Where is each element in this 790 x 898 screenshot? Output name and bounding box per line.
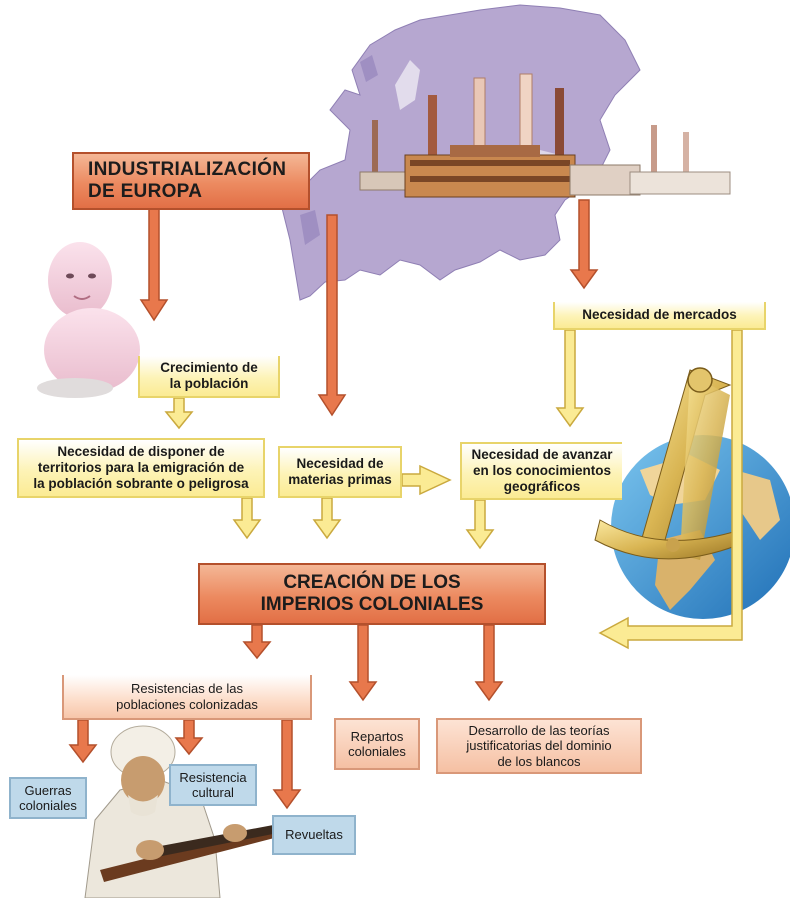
emigracion-line-3: la población sobrante o peligrosa (33, 475, 249, 491)
geograficos-box: Necesidad de avanzar en los conocimiento… (460, 442, 622, 500)
guerras-line-2: coloniales (19, 798, 77, 813)
arrow-creacion-to-teorias (474, 624, 504, 702)
arrow-emigracion-to-creacion (232, 497, 262, 540)
arrow-materias-to-creacion (312, 497, 342, 540)
materias-line-1: Necesidad de (296, 456, 384, 472)
arrow-resistencias-to-guerras (68, 719, 98, 764)
arrow-resistencias-to-cultural (174, 719, 204, 756)
arrow-europe-to-mercados (569, 199, 599, 290)
arrow-creacion-to-repartos (348, 624, 378, 702)
arrow-poblacion-to-emigracion (164, 397, 194, 430)
crecimiento-line-1: Crecimiento de (160, 360, 258, 376)
emigracion-line-1: Necesidad de disponer de (57, 444, 225, 460)
materias-line-2: materias primas (288, 472, 392, 487)
guerras-box: Guerras coloniales (9, 777, 87, 819)
arrow-materias-to-geograficos (401, 464, 452, 496)
yellow-arrows (164, 329, 743, 650)
teorias-line-3: de los blancos (497, 753, 581, 769)
cultural-box: Resistencia cultural (169, 764, 257, 806)
cultural-line-1: Resistencia (179, 769, 247, 785)
revueltas-label: Revueltas (285, 827, 343, 843)
mercados-box: Necesidad de mercados (553, 302, 766, 330)
crecimiento-line-2: la población (169, 376, 249, 391)
repartos-line-1: Repartos (350, 728, 404, 744)
repartos-box: Repartos coloniales (334, 718, 420, 770)
creacion-line-1: CREACIÓN DE LOS (283, 571, 461, 593)
baby-illustration (37, 242, 140, 398)
teorias-line-2: justificatorias del dominio (466, 738, 612, 754)
industrializacion-line-2: DE EUROPA (88, 181, 203, 202)
cultural-line-2: cultural (192, 785, 234, 800)
factories-illustration (359, 73, 731, 198)
mercados-label: Necesidad de mercados (582, 307, 737, 323)
resistencias-line-2: poblaciones colonizadas (116, 696, 258, 712)
resistencias-line-1: Resistencias de las (131, 681, 243, 697)
emigracion-box: Necesidad de disponer de territorios par… (17, 438, 265, 498)
repartos-line-2: coloniales (348, 744, 406, 759)
arrow-europe-to-poblacion (139, 204, 169, 322)
teorias-box: Desarrollo de las teorías justificatoria… (436, 718, 642, 774)
industrializacion-box: INDUSTRIALIZACIÓN DE EUROPA (72, 152, 310, 210)
globe-sextant-illustration (594, 367, 790, 619)
creacion-box: CREACIÓN DE LOS IMPERIOS COLONIALES (198, 563, 546, 625)
armed-man-illustration (84, 725, 303, 898)
teorias-line-1: Desarrollo de las teorías (468, 723, 610, 738)
crecimiento-box: Crecimiento de la población (138, 356, 280, 398)
materias-box: Necesidad de materias primas (278, 446, 402, 498)
arrow-europe-to-materias (317, 214, 347, 417)
creacion-line-2: IMPERIOS COLONIALES (260, 594, 484, 615)
emigracion-line-2: territorios para la emigración de (37, 460, 245, 476)
geograficos-line-3: geográficos (503, 478, 581, 494)
arrow-creacion-to-resistencias (242, 624, 272, 660)
geograficos-line-2: en los conocimientos (472, 463, 612, 479)
arrow-mercados-to-geograficos (555, 329, 585, 428)
orange-arrows (68, 199, 599, 810)
revueltas-box: Revueltas (272, 815, 356, 855)
guerras-line-1: Guerras (24, 782, 72, 798)
arrow-mercados-to-creacion-loop (598, 329, 743, 650)
industrializacion-line-1: INDUSTRIALIZACIÓN (88, 158, 287, 180)
geograficos-line-1: Necesidad de avanzar (471, 447, 613, 463)
arrow-resistencias-to-revueltas (272, 719, 302, 810)
resistencias-box: Resistencias de las poblaciones coloniza… (62, 675, 312, 720)
arrow-geograficos-to-creacion (465, 499, 495, 550)
